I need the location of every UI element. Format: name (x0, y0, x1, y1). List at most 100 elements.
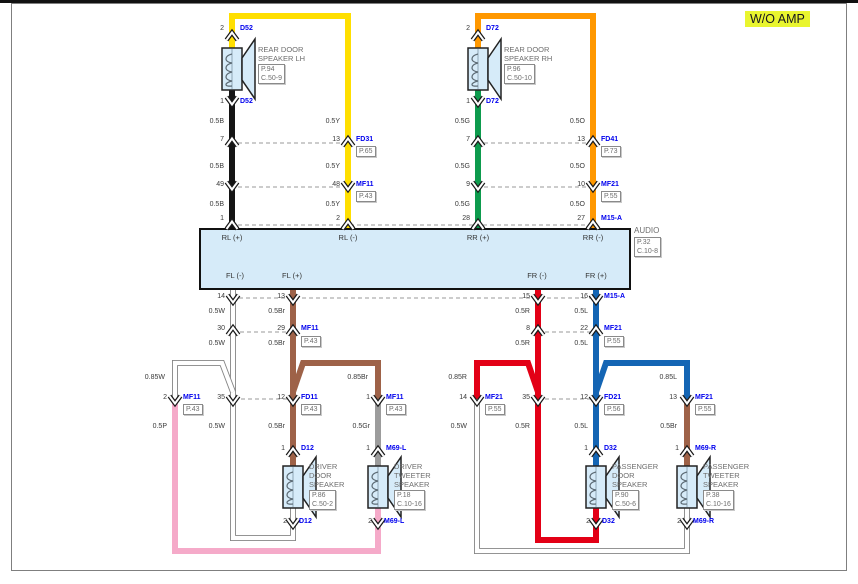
wire-size-label: 0.5P (152, 423, 167, 430)
wire-size-label: 0.5Y (325, 118, 340, 125)
pin-number: 12 (580, 394, 588, 401)
ref-box: P.55 (604, 336, 624, 347)
wire-fr-negative-red (535, 289, 599, 543)
pin-number: 14 (217, 293, 225, 300)
pin-number: 1 (220, 215, 224, 222)
pin-number: 2 (677, 518, 681, 525)
audio-channel-label: RL (+) (221, 233, 243, 242)
wire-size-label: 0.5W (450, 423, 467, 430)
pin-number: 16 (580, 293, 588, 300)
component-name-line: REAR DOOR (504, 45, 550, 54)
component-name-line: SPEAKER (703, 480, 739, 489)
component-name: DRIVER DOOR SPEAKER (309, 462, 344, 489)
pin-number: 9 (466, 181, 470, 188)
pin-number: 12 (277, 394, 285, 401)
wire-size-label: 0.5O (569, 201, 585, 208)
pin-number: 2 (283, 518, 287, 525)
pin-number: 7 (220, 136, 224, 143)
component-name-line: PASSENGER (612, 462, 659, 471)
ref-box: P.43 (386, 404, 406, 415)
component-name-line: SPEAKER (612, 480, 648, 489)
wire-size-label: 0.5R (515, 340, 530, 347)
speaker-symbol-rear-rh (467, 38, 502, 100)
pin-number: 1 (366, 394, 370, 401)
connector-label: D72 (486, 25, 499, 32)
page-ref: P.90 (615, 492, 629, 499)
wire-branch-brown (290, 360, 381, 401)
wire-size-label: 0.5Y (325, 201, 340, 208)
component-name-line: DRIVER (394, 462, 423, 471)
wire-branch-white (172, 360, 235, 401)
ref-box: P.56 (604, 404, 624, 415)
wire-size-label: 0.5L (574, 423, 588, 430)
pin-number: 1 (281, 445, 285, 452)
ref-box: P.94 C.50-9 (258, 64, 286, 84)
wire-size-label: 0.5G (454, 201, 470, 208)
component-name-line: TWEETER (703, 471, 740, 480)
component-name-line: SPEAKER LH (258, 54, 306, 63)
wire-size-label: 0.5W (208, 308, 225, 315)
component-name-line: REAR DOOR (258, 45, 304, 54)
connector-label: MF11 (183, 394, 201, 401)
ref-box: P.90 C.50-6 (612, 490, 640, 510)
wire-size-label: 0.5O (569, 118, 585, 125)
page-ref: P.86 (312, 492, 326, 499)
wire-fl-negative-white (230, 289, 296, 541)
component-name-line: DRIVER (309, 462, 338, 471)
component-name-line: DOOR (612, 471, 635, 480)
wire-size-label: 0.5Gr (352, 423, 370, 430)
audio-channel-label: RR (-) (582, 233, 604, 242)
component-name: REAR DOOR SPEAKER LH (258, 45, 305, 63)
wire-branch-red (474, 360, 541, 401)
audio-channel-label: RR (+) (466, 233, 490, 242)
connector-label: D72 (486, 98, 499, 105)
ref-box: P.38 C.10-16 (703, 490, 734, 510)
wire-size-label: 0.5R (515, 308, 530, 315)
pin-number: 30 (217, 325, 225, 332)
pin-number: 13 (669, 394, 677, 401)
top-border-bar (0, 0, 858, 3)
page-ref: P.94 (261, 66, 275, 73)
wire-size-label: 0.5R (515, 423, 530, 430)
component-name: AUDIO (634, 226, 660, 235)
connector-label: MF11 (386, 394, 404, 401)
wire-size-label: 0.5B (209, 163, 224, 170)
connector-label: D12 (299, 518, 312, 525)
page-ref: P.32 (637, 239, 651, 246)
connector-ref: C.50-2 (312, 501, 334, 508)
connector-label: D52 (240, 25, 253, 32)
pin-number: 14 (459, 394, 467, 401)
connector-ref: C.50-6 (615, 501, 637, 508)
connector-label: M69-R (695, 445, 717, 452)
wire-size-label: 0.5B (209, 201, 224, 208)
connector-label: MF11 (301, 325, 319, 332)
pin-number: 2 (336, 215, 340, 222)
connector-ref: C.10-16 (397, 501, 422, 508)
component-name: PASSENGER DOOR SPEAKER (612, 462, 658, 489)
audio-channel-label: RL (-) (338, 233, 358, 242)
speaker-symbol-rear-lh (221, 38, 256, 100)
ref-box: P.55 (485, 404, 505, 415)
pin-number: 10 (577, 181, 585, 188)
wire-size-label: 0.85Br (347, 374, 368, 381)
pin-number: 1 (366, 445, 370, 452)
pin-number: 35 (522, 394, 530, 401)
wire-size-label: 0.5L (574, 308, 588, 315)
diagram-frame (11, 3, 847, 571)
pin-number: 22 (580, 325, 588, 332)
page-ref: P.38 (706, 492, 720, 499)
wire-size-label: 0.5Br (660, 423, 677, 430)
pin-number: 1 (220, 98, 224, 105)
wire-size-label: 0.5W (208, 423, 225, 430)
pin-number: 2 (163, 394, 167, 401)
connector-label: MF11 (356, 181, 374, 188)
pin-number: 48 (332, 181, 340, 188)
pin-number: 1 (675, 445, 679, 452)
pin-number: 27 (577, 215, 585, 222)
ref-box: P.86 C.50-2 (309, 490, 337, 510)
page-ref: P.96 (507, 66, 521, 73)
component-name: DRIVER TWEETER SPEAKER (394, 462, 431, 489)
pin-number: 2 (220, 25, 224, 32)
component-name-line: PASSENGER (703, 462, 750, 471)
